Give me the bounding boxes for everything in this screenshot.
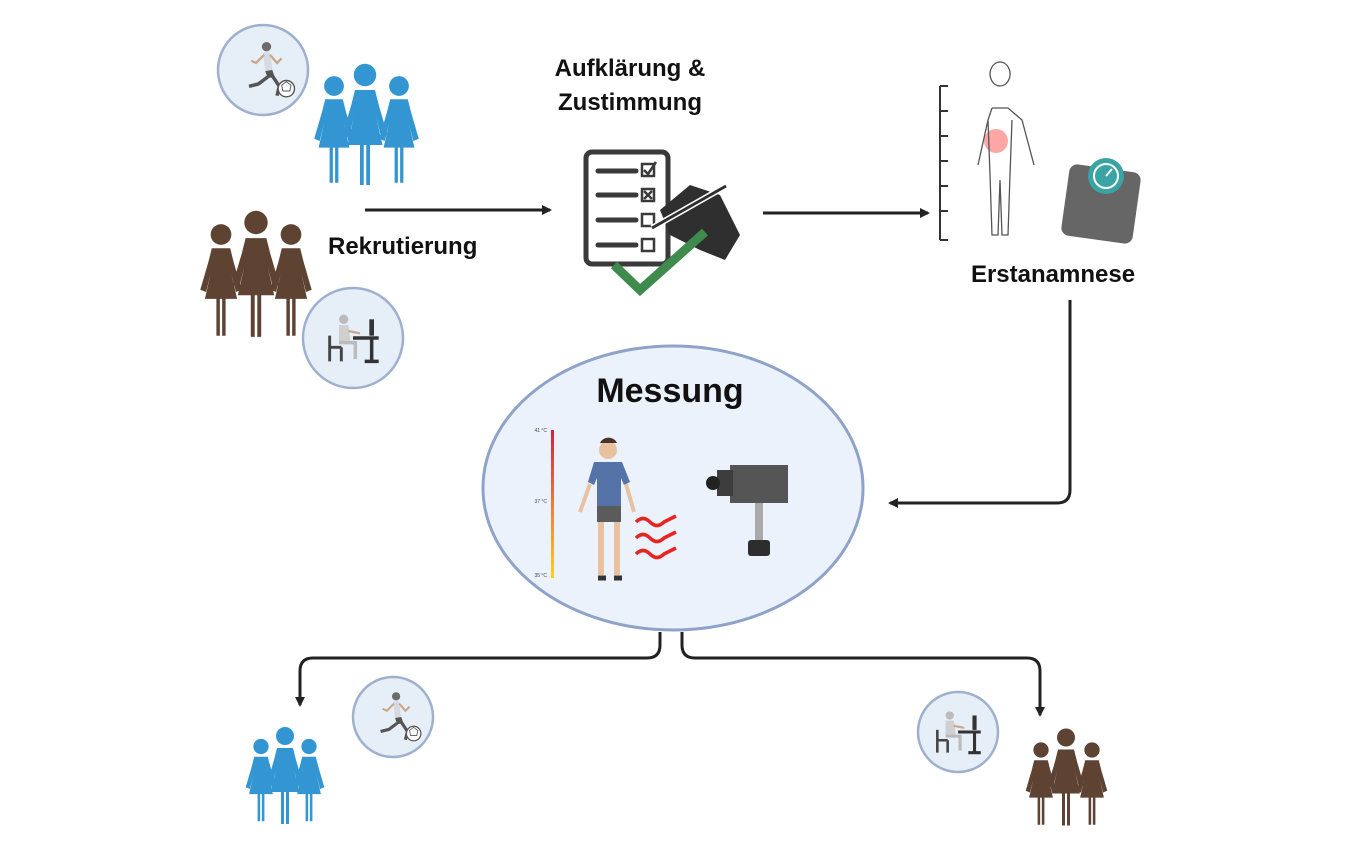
thermal-camera-icon <box>706 465 788 556</box>
desk-worker-icon-circle <box>301 286 405 390</box>
result-desk-worker-icon-circle <box>916 690 1000 774</box>
arrow-to-sedentary-group <box>680 632 1045 717</box>
result-sedentary-women-group-icon <box>1025 728 1108 826</box>
measurement-ellipse <box>481 344 865 632</box>
sedentary-women-group-icon <box>200 210 312 337</box>
consent-label-line1: Aufklärung & <box>555 55 706 82</box>
height-ruler-icon <box>939 85 948 241</box>
weighing-scale-icon <box>1061 158 1141 244</box>
arrow-anamnesis-to-measurement <box>888 300 1072 508</box>
arrow-to-athlete-group <box>295 632 662 707</box>
temp-label-middle: 37 °C <box>534 499 547 505</box>
result-athlete-icon-circle <box>351 675 435 759</box>
checklist-icon <box>583 149 671 267</box>
consent-label-line2: Zustimmung <box>558 89 702 116</box>
temp-label-top: 41 °C <box>534 428 547 434</box>
signing-hand-icon <box>650 183 740 260</box>
person-standing-icon <box>578 437 636 581</box>
result-athlete-women-group-icon <box>245 727 325 824</box>
measurement-label: Messung <box>596 372 743 410</box>
anamnesis-label: Erstanamnese <box>971 261 1135 288</box>
body-outline-icon <box>977 61 1035 236</box>
athlete-icon-circle <box>216 23 310 117</box>
recruitment-label: Rekrutierung <box>328 233 477 260</box>
athlete-women-group-icon <box>314 63 419 185</box>
green-check-icon <box>610 228 708 297</box>
temperature-scale-bar <box>551 430 554 578</box>
temp-label-bottom: 35 °C <box>534 573 547 579</box>
heat-radiation-icon <box>634 514 677 560</box>
